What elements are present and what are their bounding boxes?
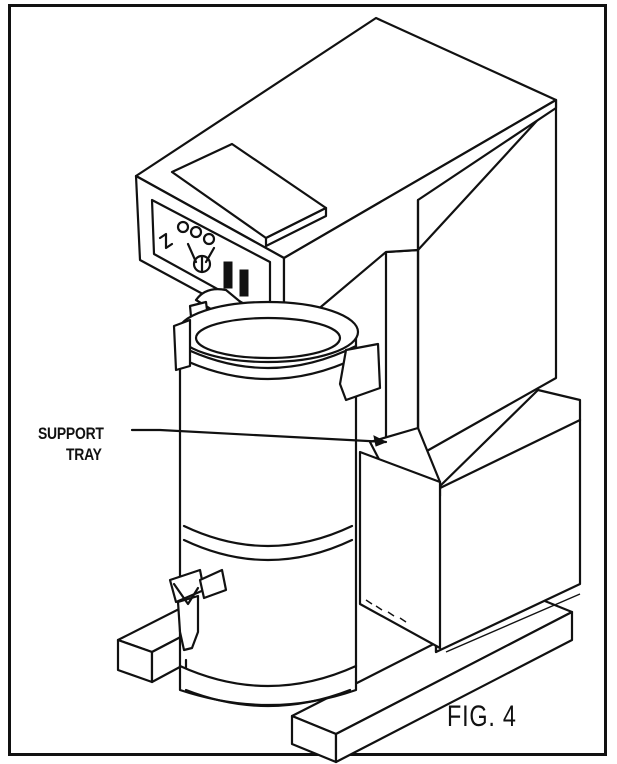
main-body [384,98,558,470]
leader-arrowhead [373,435,388,447]
callout-tray: TRAY [66,445,102,464]
callout-support: SUPPORT [38,424,104,443]
figure-label: FIG. 4 [447,700,517,733]
faucet [168,568,228,670]
airpot [172,300,382,708]
support-tray [358,426,442,650]
support-tray-leader [130,428,388,444]
